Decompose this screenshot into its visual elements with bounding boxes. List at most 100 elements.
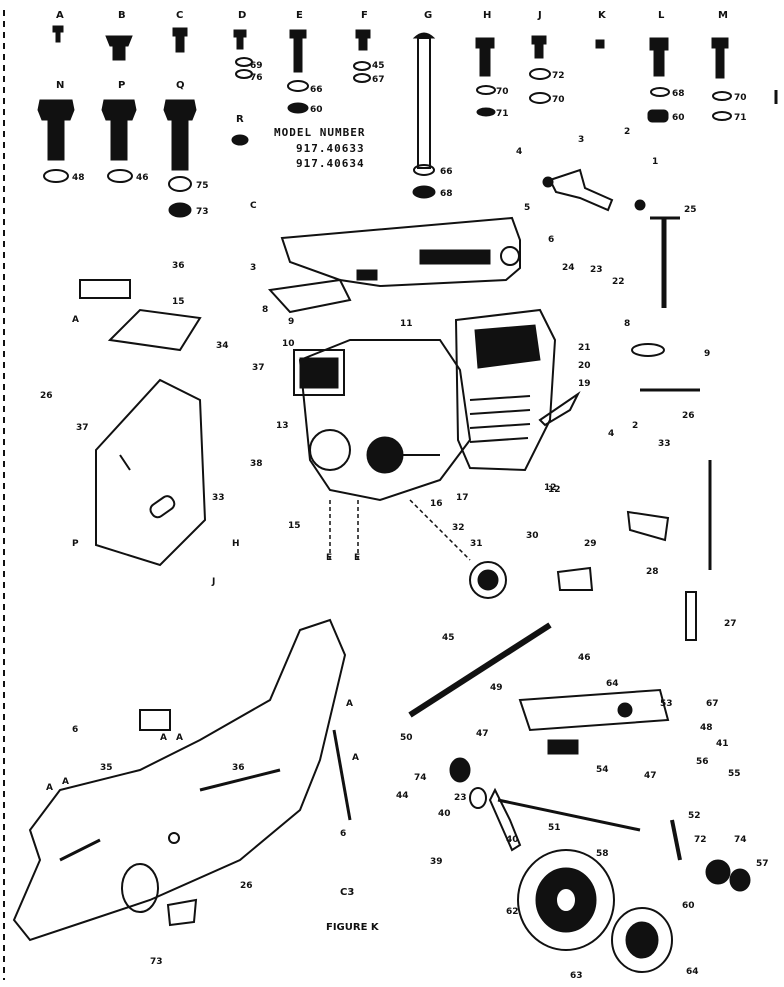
part-label: 60 xyxy=(672,113,685,123)
part-label: P xyxy=(72,539,79,549)
part-label: 57 xyxy=(756,859,769,869)
part-label: 27 xyxy=(724,619,737,629)
part-label: 3 xyxy=(250,263,256,273)
hardware-bolts xyxy=(52,25,732,199)
part-label: 46 xyxy=(578,653,591,663)
part-label: 2 xyxy=(632,421,638,431)
part-label: 40 xyxy=(438,809,451,819)
bolt-l-icon xyxy=(649,37,669,51)
part-label: 19 xyxy=(578,379,591,389)
part-label: 37 xyxy=(76,423,89,433)
bolt-m-icon xyxy=(711,37,729,49)
part-label: 60 xyxy=(682,901,695,911)
part-label: 71 xyxy=(496,109,509,119)
part-label: 73 xyxy=(196,207,209,217)
long-bolt-g-icon xyxy=(412,32,436,39)
hw-letter-d: D xyxy=(238,10,246,21)
part-label: 72 xyxy=(552,71,565,81)
part-label: 51 xyxy=(548,823,561,833)
bolt-b-icon xyxy=(105,35,133,47)
part-label: 1 xyxy=(652,157,658,167)
part-label: 55 xyxy=(728,769,741,779)
bolt-f-icon xyxy=(355,29,371,39)
frame-chassis xyxy=(12,618,352,942)
part-label: 5 xyxy=(524,203,530,213)
part-label: A xyxy=(72,315,79,325)
part-label: 41 xyxy=(716,739,729,749)
control-bracket xyxy=(542,168,646,212)
part-label: 45 xyxy=(442,633,455,643)
part-label: 11 xyxy=(400,319,413,329)
throttle-bracket xyxy=(267,278,352,314)
part-label: 4 xyxy=(516,147,522,157)
linkage-parts xyxy=(556,343,712,641)
hw-letter-g: G xyxy=(424,10,432,21)
guard-body xyxy=(95,378,207,567)
part-label: 52 xyxy=(688,811,701,821)
model-number-1: 917.40633 xyxy=(296,142,365,155)
hw-letter-q: Q xyxy=(176,80,185,91)
part-label: 66 xyxy=(440,167,453,177)
figure-code: C3 xyxy=(340,887,354,898)
part-label: 70 xyxy=(552,95,565,105)
part-label: 33 xyxy=(658,439,671,449)
figure-caption: FIGURE K xyxy=(326,922,380,933)
part-label: 74 xyxy=(414,773,427,783)
engine-block xyxy=(298,339,472,502)
part-label: 26 xyxy=(682,411,695,421)
part-label: 4 xyxy=(608,429,614,439)
part-label: 8 xyxy=(262,305,268,315)
part-label: 54 xyxy=(596,765,609,775)
part-label: 38 xyxy=(250,459,263,469)
shroud-vent xyxy=(419,249,491,265)
washer-icon xyxy=(235,57,253,67)
hw-letter-j: J xyxy=(537,10,542,21)
part-label: 24 xyxy=(562,263,575,273)
cylinder-shroud xyxy=(454,308,557,472)
part-label: 28 xyxy=(646,567,659,577)
part-label: 9 xyxy=(288,317,294,327)
bolt-c-icon xyxy=(172,27,188,37)
bolt-k-icon xyxy=(595,39,605,49)
part-label: 29 xyxy=(584,539,597,549)
part-label: 23 xyxy=(454,793,467,803)
part-label: 48 xyxy=(700,723,713,733)
part-label: 75 xyxy=(196,181,209,191)
hw-letter-p: P xyxy=(118,80,125,91)
part-label: 64 xyxy=(606,679,619,689)
part-label: 21 xyxy=(578,343,591,353)
bolt-q-icon xyxy=(163,99,197,121)
part-label: 47 xyxy=(476,729,489,739)
part-label: 44 xyxy=(396,791,409,801)
part-label: 26 xyxy=(40,391,53,401)
part-label: 45 xyxy=(372,61,385,71)
guard-top xyxy=(107,308,202,352)
part-label: 31 xyxy=(470,539,483,549)
part-label: 6 xyxy=(340,829,346,839)
idler-wheel xyxy=(611,907,673,973)
part-label: 36 xyxy=(232,763,245,773)
part-label: 3 xyxy=(578,135,584,145)
part-label: 25 xyxy=(684,205,697,215)
part-label: 39 xyxy=(430,857,443,867)
part-label: 8 xyxy=(624,319,630,329)
part-label: A xyxy=(346,699,353,709)
part-label: 74 xyxy=(734,835,747,845)
part-label: 72 xyxy=(694,835,707,845)
part-label: 35 xyxy=(100,763,113,773)
part-label: 37 xyxy=(252,363,265,373)
crank-pulley xyxy=(366,436,404,474)
part-label: 60 xyxy=(310,105,323,115)
part-label: 32 xyxy=(452,523,465,533)
axle-hole xyxy=(121,863,159,913)
part-label: 10 xyxy=(282,339,295,349)
part-label: 46 xyxy=(136,173,149,183)
part-label: 12 xyxy=(544,483,557,493)
part-label: 36 xyxy=(172,261,185,271)
hw-letter-e: E xyxy=(296,10,303,21)
part-label: 6 xyxy=(72,725,78,735)
air-cleaner xyxy=(293,349,345,396)
part-label: C xyxy=(250,201,257,211)
part-label: 47 xyxy=(644,771,657,781)
